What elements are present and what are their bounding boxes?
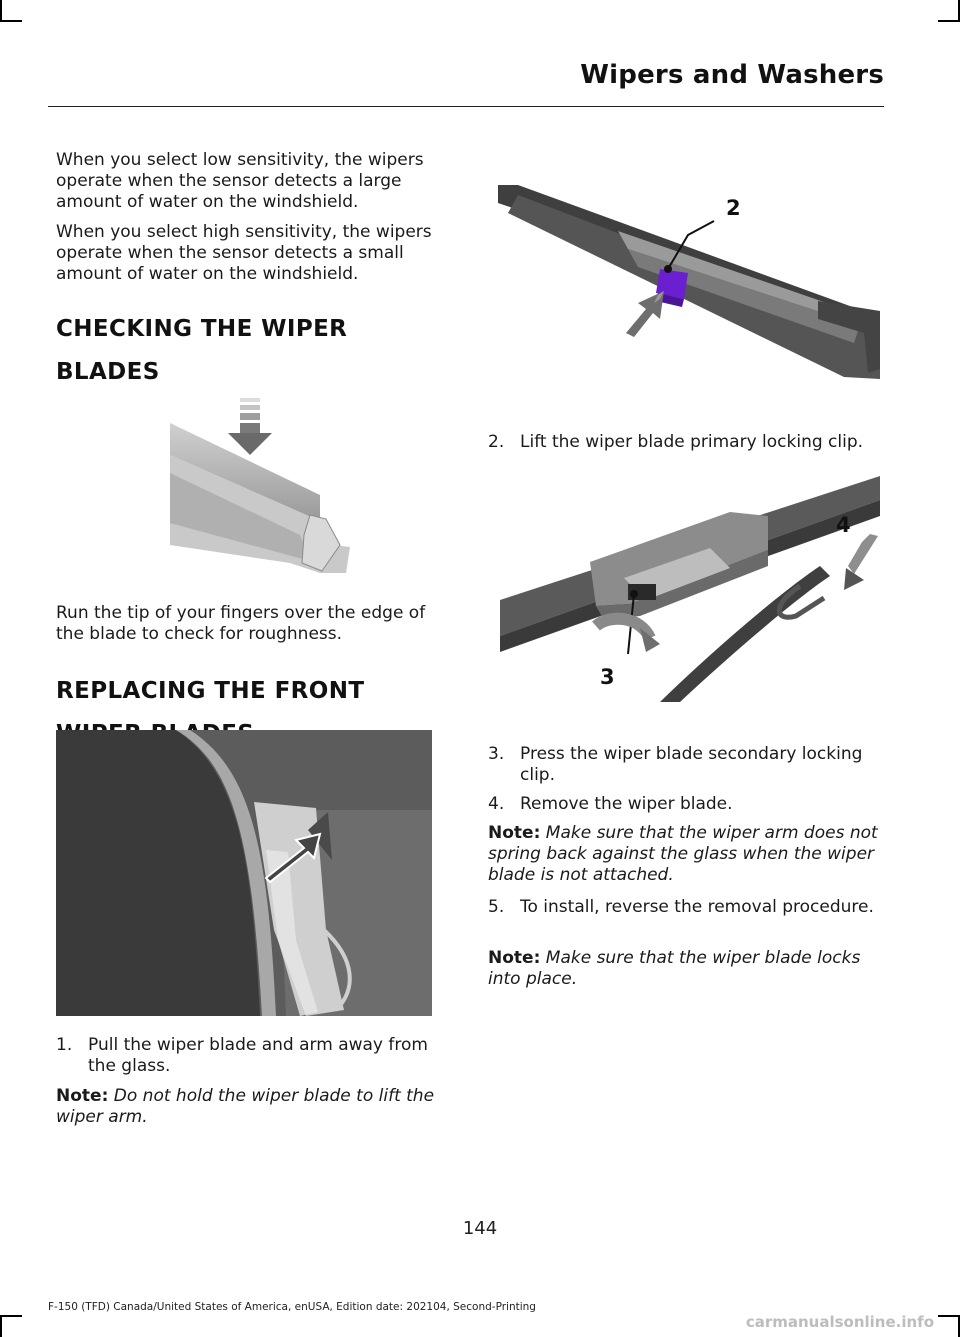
- crop-mark: [958, 0, 960, 22]
- primary-clip-highlight: [656, 269, 688, 299]
- step-text: Remove the wiper blade.: [520, 794, 733, 814]
- heading-line: CHECKING THE WIPER: [56, 316, 348, 342]
- note-blade-locks: Note: Make sure that the wiper blade loc…: [488, 948, 882, 990]
- paragraph-high-sensitivity: When you select high sensitivity, the wi…: [56, 222, 432, 284]
- note-wiper-arm-spring: Note: Make sure that the wiper arm does …: [488, 823, 882, 886]
- note-label: Note:: [488, 823, 541, 843]
- crop-mark: [938, 1315, 960, 1317]
- step-number: 2.: [488, 432, 505, 452]
- step-2: 2. Lift the wiper blade primary locking …: [488, 432, 888, 456]
- paragraph-low-sensitivity: When you select low sensitivity, the wip…: [56, 150, 424, 212]
- step-text: Press the wiper blade secondary locking …: [520, 744, 863, 785]
- callout-2: 2: [726, 196, 741, 220]
- watermark: carmanualsonline.info: [745, 1313, 934, 1331]
- step-3: 3. Press the wiper blade secondary locki…: [488, 744, 888, 788]
- page-title: Wipers and Washers: [580, 60, 884, 90]
- crop-mark: [0, 20, 22, 22]
- step-text: Lift the wiper blade primary locking cli…: [520, 432, 864, 452]
- step-number: 3.: [488, 744, 505, 764]
- note-text: Make sure that the wiper blade locks int…: [488, 948, 861, 989]
- note-text: Do not hold the wiper blade to lift the …: [56, 1086, 435, 1127]
- heading-checking-wiper-blades: CHECKING THE WIPER BLADES: [56, 314, 456, 388]
- crop-mark: [0, 1315, 22, 1317]
- crop-mark: [0, 1315, 2, 1337]
- callout-4: 4: [836, 513, 851, 537]
- paragraph-check-roughness: Run the tip of your fingers over the edg…: [56, 603, 426, 644]
- secondary-locking-clip-illustration: 3 4: [500, 476, 880, 702]
- wiper-arm-pull-illustration: [56, 730, 432, 1016]
- header-divider: [48, 106, 884, 107]
- note-label: Note:: [488, 948, 541, 968]
- crop-mark: [958, 1315, 960, 1337]
- step-1: 1. Pull the wiper blade and arm away fro…: [56, 1035, 452, 1079]
- note-label: Note:: [56, 1086, 109, 1106]
- primary-locking-clip-illustration: 2: [488, 183, 880, 383]
- heading-line: REPLACING THE FRONT: [56, 678, 365, 704]
- note-do-not-hold-blade: Note: Do not hold the wiper blade to lif…: [56, 1086, 452, 1128]
- step-number: 4.: [488, 794, 505, 814]
- step-number: 1.: [56, 1035, 73, 1055]
- step-4: 4. Remove the wiper blade.: [488, 794, 888, 816]
- step-text: Pull the wiper blade and arm away from t…: [88, 1035, 428, 1076]
- crop-mark: [0, 0, 2, 22]
- callout-3: 3: [600, 665, 615, 689]
- note-text: Make sure that the wiper arm does not sp…: [488, 823, 878, 885]
- page-number: 144: [462, 1218, 498, 1239]
- step-5: 5. To install, reverse the removal proce…: [488, 897, 888, 941]
- wiper-edge-illustration: [170, 398, 350, 573]
- step-number: 5.: [488, 897, 505, 917]
- edition-info: F-150 (TFD) Canada/United States of Amer…: [48, 1301, 536, 1313]
- heading-line: BLADES: [56, 359, 160, 385]
- intro-text: When you select low sensitivity, the wip…: [56, 150, 452, 285]
- step-text: To install, reverse the removal procedur…: [520, 897, 874, 917]
- crop-mark: [938, 20, 960, 22]
